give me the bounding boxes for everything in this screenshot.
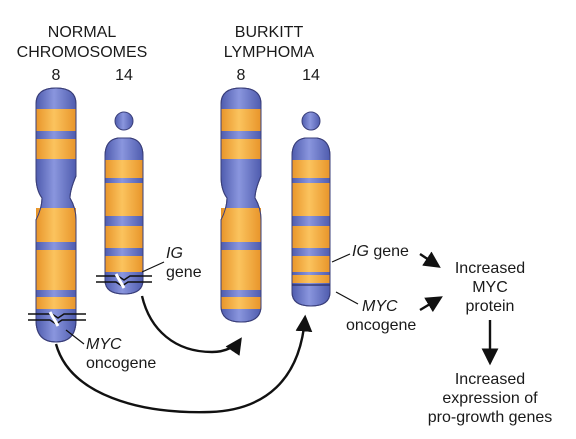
increased-myc-line2: MYC <box>472 279 508 296</box>
normal-chromosome-14-number: 14 <box>115 67 133 84</box>
normal-myc-pointer <box>65 329 85 345</box>
normal-header-line1: NORMAL <box>48 24 117 41</box>
normal-chromosome-8-number: 8 <box>52 67 61 84</box>
increased-expression-line3: pro-growth genes <box>428 409 553 426</box>
burkitt-ig-pointer <box>331 253 351 263</box>
burkitt-header-line2: LYMPHOMA <box>224 44 315 61</box>
burkitt-chromosome-8-number: 8 <box>237 67 246 84</box>
normal-myc-label: MYC <box>86 336 122 353</box>
normal-ig-label: IG <box>166 245 183 262</box>
ig-to-myc-protein-arrow <box>419 251 441 268</box>
normal-chromosome-14 <box>96 111 152 295</box>
burkitt-header-line1: BURKITT <box>235 24 304 41</box>
normal-ig-pointer <box>141 261 165 273</box>
burkitt-oncogene-word: oncogene <box>346 317 416 334</box>
burkitt-chromosome-14 <box>291 111 331 307</box>
increased-expression-line2: expression of <box>442 390 538 407</box>
burkitt-myc-pointer <box>335 291 359 305</box>
normal-ig-gene-word: gene <box>166 264 202 281</box>
increased-myc-line1: Increased <box>455 260 525 277</box>
myc-oncogene-to-protein-arrow <box>419 296 443 313</box>
translocation-arrow-14-to-8 <box>140 295 242 356</box>
burkitt-ig-gene-label: IG gene <box>352 243 409 260</box>
normal-chromosome-8 <box>28 87 86 343</box>
increased-expression-line1: Increased <box>455 371 525 388</box>
burkitt-chromosome-8 <box>220 87 262 323</box>
normal-oncogene-word: oncogene <box>86 355 156 372</box>
normal-header-line2: CHROMOSOMES <box>17 44 148 61</box>
translocation-arrow-myc-to-14 <box>54 314 313 414</box>
burkitt-myc-label: MYC <box>362 298 398 315</box>
increased-myc-line3: protein <box>466 298 515 315</box>
burkitt-chromosome-14-number: 14 <box>302 67 320 84</box>
